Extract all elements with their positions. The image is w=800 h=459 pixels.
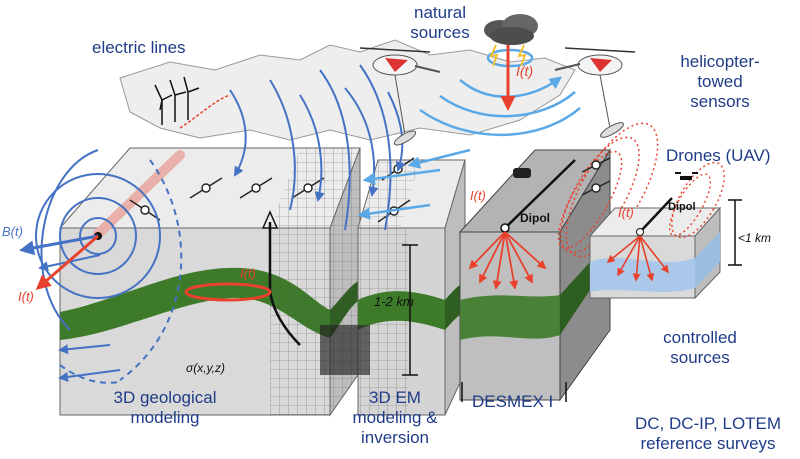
- storm-cloud-icon: [484, 14, 538, 67]
- uav-block: [588, 161, 742, 300]
- wind-turbines: [154, 76, 200, 125]
- depth-1-km-label: <1 km: [738, 231, 771, 245]
- i-t-loop-label: I(t): [240, 266, 256, 281]
- em-line-2: modeling &: [352, 408, 438, 427]
- dipol-desmex-label: Dipol: [520, 211, 550, 225]
- geological-modeling-label: 3D geological modeling: [95, 388, 235, 428]
- em-line-1: 3D EM: [369, 388, 421, 407]
- depth-1-2-km-label: 1-2 km: [374, 294, 414, 309]
- geo-line-1: 3D geological: [113, 388, 217, 407]
- controlled-line-1: controlled: [663, 328, 737, 347]
- electric-lines-label: electric lines: [92, 38, 186, 57]
- controlled-sources-label: controlled sources: [640, 328, 760, 368]
- i-t-left-label: I(t): [18, 289, 34, 304]
- controlled-line-2: sources: [670, 348, 730, 367]
- helicopter-line-3: sensors: [690, 92, 750, 111]
- ref-line-1: DC, DC-IP, LOTEM: [634, 414, 782, 433]
- dipol-uav-label: Dipol: [668, 201, 696, 213]
- geological-block: [19, 147, 361, 417]
- desmex-label: DESMEX I: [472, 392, 554, 411]
- helicopter-right-icon: [554, 47, 636, 138]
- helicopter-towed-sensors-label: helicopter- towed sensors: [650, 52, 790, 112]
- natural-source-waves: [357, 48, 581, 220]
- reference-surveys-label: DC, DC-IP, LOTEM reference surveys: [618, 414, 798, 454]
- i-t-natural-label: I(t): [516, 63, 533, 79]
- b-t-label: B(t): [2, 224, 23, 239]
- sigma-label: σ(x,y,z): [186, 361, 225, 375]
- natural-sources-label: natural sources: [400, 3, 480, 43]
- natural-sources-line-2: sources: [410, 23, 470, 42]
- power-line: [179, 94, 231, 129]
- em-modeling-label: 3D EM modeling & inversion: [345, 388, 445, 448]
- i-t-uav-label: I(t): [618, 205, 634, 220]
- helicopter-line-1: helicopter-: [680, 52, 760, 71]
- helicopter-line-2: towed: [697, 72, 743, 91]
- em-line-3: inversion: [360, 428, 430, 447]
- drones-label: Drones (UAV): [666, 146, 771, 165]
- i-t-desmex-label: I(t): [470, 188, 486, 203]
- geo-line-2: modeling: [130, 408, 200, 427]
- natural-sources-line-1: natural: [414, 3, 466, 22]
- ref-line-2: reference surveys: [640, 434, 776, 453]
- helicopter-left-icon: [359, 47, 441, 146]
